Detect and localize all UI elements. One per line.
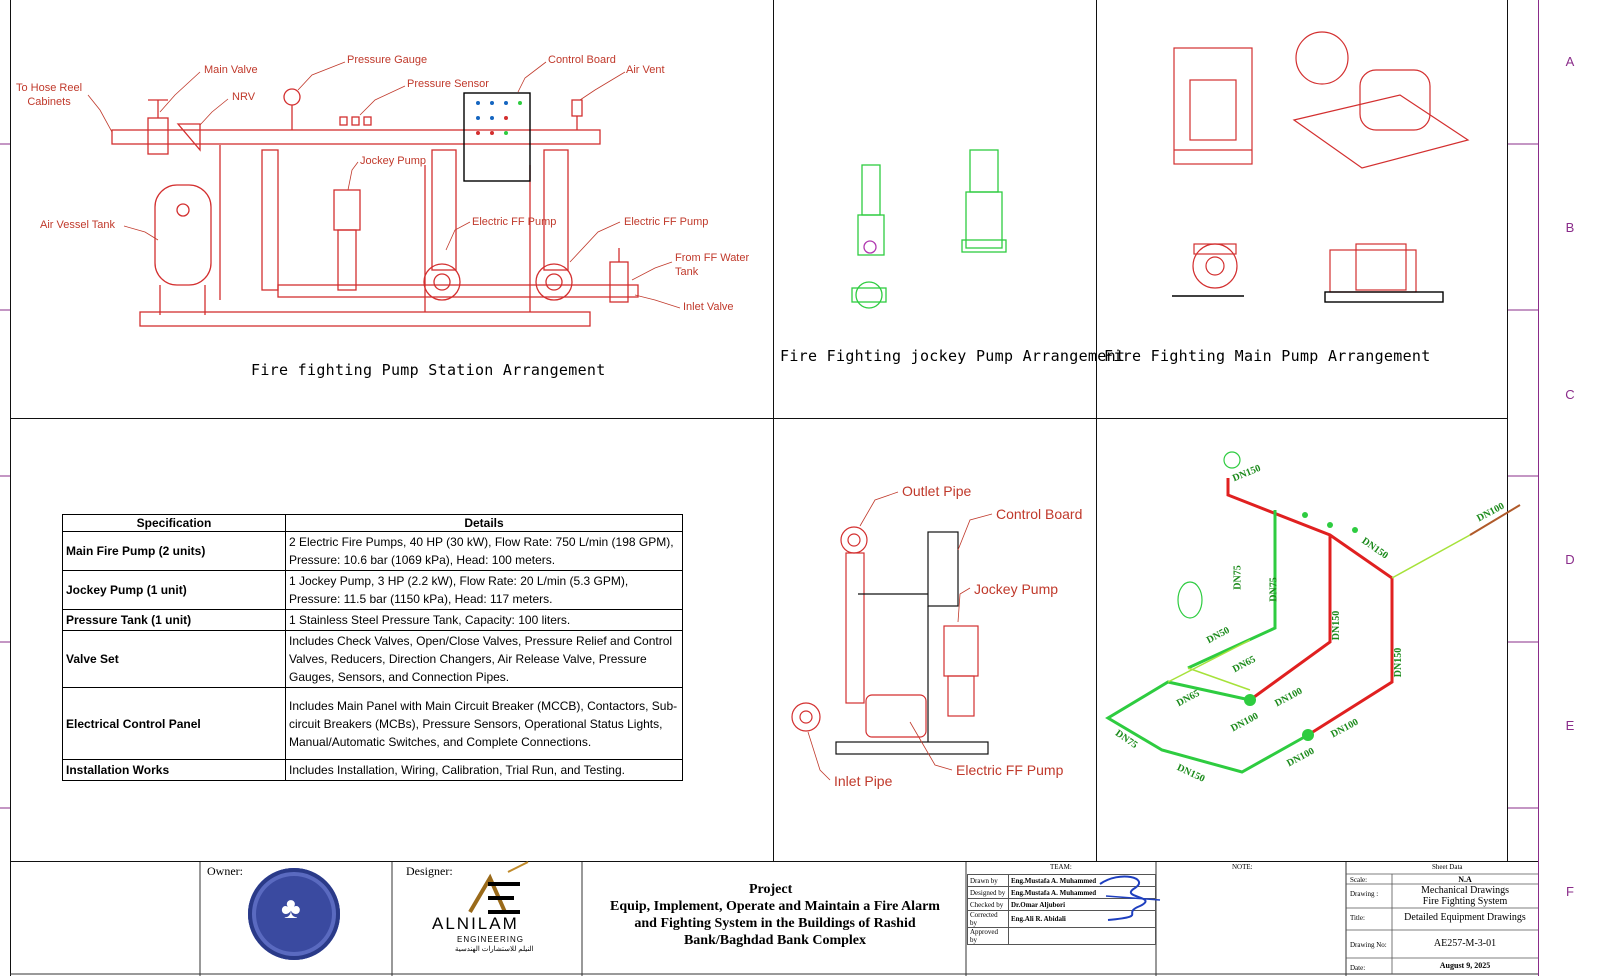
title-value: Detailed Equipment Drawings (1404, 912, 1526, 923)
owner-label: Owner: (207, 864, 243, 878)
spec-name: Valve Set (62, 630, 286, 688)
label-pressure-sensor: Pressure Sensor (407, 78, 489, 90)
title-station: Fire fighting Pump Station Arrangement (251, 361, 606, 379)
divider-v-2 (1096, 0, 1097, 862)
project-label: Project (749, 882, 793, 897)
frame-right (1538, 0, 1539, 976)
label-electric-ff-pump-1: Electric FF Pump (472, 216, 557, 228)
owner-seal-icon (248, 868, 340, 960)
zone-d: D (1565, 552, 1575, 567)
divider-h-bottom (10, 861, 1538, 862)
note-label: NOTE: (1232, 863, 1253, 871)
label-inlet-pipe: Inlet Pipe (834, 773, 893, 789)
spec-name: Jockey Pump (1 unit) (62, 570, 286, 610)
zone-f: F (1566, 884, 1574, 899)
spec-header-spec: Specification (62, 514, 286, 532)
title-jockey: Fire Fighting jockey Pump Arrangement (780, 347, 1126, 365)
spec-details: 1 Stainless Steel Pressure Tank, Capacit… (285, 609, 683, 631)
table-row: Approved by (967, 927, 1156, 945)
drawing-label: Drawing : (1350, 890, 1379, 898)
table-row: Pressure Tank (1 unit)1 Stainless Steel … (62, 609, 683, 631)
palm-icon: ♣ (281, 892, 301, 925)
label-main-valve: Main Valve (204, 64, 258, 76)
designer-sub: ENGINEERING (457, 935, 525, 944)
drawing-line-2: Fire Fighting System (1422, 896, 1508, 907)
designer-name: ALNILAM (432, 914, 519, 933)
spec-details: 1 Jockey Pump, 3 HP (2.2 kW), Flow Rate:… (285, 570, 683, 610)
project-line-1: Equip, Implement, Operate and Maintain a… (610, 899, 940, 914)
date-label: Date: (1350, 964, 1366, 972)
scale-label: Scale: (1350, 876, 1368, 884)
label-jockey-pump-side: Jockey Pump (974, 581, 1059, 597)
drawing-line-1: Mechanical Drawings (1420, 885, 1510, 896)
label-jockey-pump: Jockey Pump (360, 155, 427, 167)
spec-details: 2 Electric Fire Pumps, 40 HP (30 kW), Fl… (285, 531, 683, 571)
table-row: Jockey Pump (1 unit)1 Jockey Pump, 3 HP … (62, 570, 683, 610)
label-pressure-gauge: Pressure Gauge (347, 54, 428, 66)
label-nrv: NRV (232, 91, 256, 103)
team-name (1008, 927, 1156, 945)
project-line-2: and Fighting System in the Buildings of … (634, 916, 916, 931)
divider-v-1 (773, 0, 774, 862)
zone-e: E (1565, 718, 1575, 733)
date-value: August 9, 2025 (1439, 961, 1491, 970)
team-label: TEAM: (1050, 863, 1072, 871)
drawing-no-value: AE257-M-3-01 (1433, 938, 1497, 949)
spec-name: Electrical Control Panel (62, 687, 286, 760)
frame-inner-right (1507, 0, 1508, 862)
label-control-board: Control Board (548, 54, 616, 66)
label-air-vessel: Air Vessel Tank (40, 219, 116, 231)
frame-left (10, 0, 11, 976)
title-main-pump: Fire Fighting Main Pump Arrangement (1104, 347, 1431, 365)
label-inlet-valve: Inlet Valve (683, 301, 734, 313)
sheet-data-label: Sheet Data (1432, 863, 1463, 871)
zone-a: A (1565, 54, 1575, 69)
spec-name: Main Fire Pump (2 units) (62, 531, 286, 571)
designer-arabic: النيلم للاستشارات الهندسية (455, 946, 534, 953)
spec-name: Installation Works (62, 759, 286, 781)
table-row: Main Fire Pump (2 units)2 Electric Fire … (62, 531, 683, 571)
label-electric-ff-pump-side: Electric FF Pump (956, 762, 1064, 778)
divider-h-mid (10, 418, 1508, 419)
scale-value: N.A (1458, 875, 1472, 884)
label-from-ff-tank: From FF Water Tank (675, 252, 750, 278)
label-air-vent: Air Vent (626, 64, 665, 76)
label-control-board-side: Control Board (996, 506, 1083, 522)
spec-details: Includes Installation, Wiring, Calibrati… (285, 759, 683, 781)
label-electric-ff-pump-2: Electric FF Pump (624, 216, 709, 228)
project-line-3: Bank/Baghdad Bank Complex (683, 933, 867, 948)
drawing-no-label: Drawing No: (1350, 941, 1387, 949)
label-outlet-pipe: Outlet Pipe (902, 483, 972, 499)
title-label: Title: (1350, 914, 1365, 922)
zone-b: B (1565, 220, 1575, 235)
label-hose-reel: To Hose Reel Cabinets (16, 82, 83, 108)
designer-label: Designer: (406, 864, 453, 878)
zone-c: C (1565, 387, 1575, 402)
